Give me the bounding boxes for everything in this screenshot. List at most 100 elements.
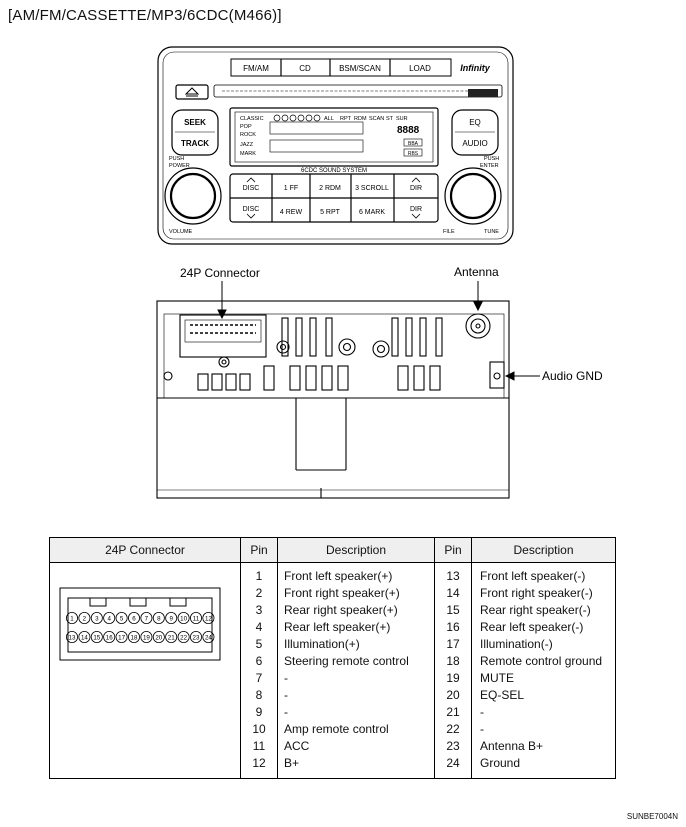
description-a: - xyxy=(277,704,435,721)
connector-pin xyxy=(202,631,215,644)
pin-a: 1 xyxy=(240,562,278,585)
radio-diagram: FM/AM CD BSM/SCAN LOAD Infinity SEEK TRA… xyxy=(156,46,603,499)
connector-pin xyxy=(202,612,215,625)
bsm-scan-button[interactable]: BSM/SCAN xyxy=(339,64,381,73)
pin-table: 24P Connector Pin Description Pin Descri… xyxy=(49,537,616,779)
display-mode-rock: ROCK xyxy=(240,132,256,138)
tune-knob[interactable] xyxy=(463,186,483,206)
connector-pin-number: 10 xyxy=(180,615,187,622)
connector-pin xyxy=(152,612,165,625)
track-button[interactable]: TRACK xyxy=(181,139,209,148)
leader-lines xyxy=(217,281,540,381)
connector-pin-number: 8 xyxy=(157,615,161,622)
pin-b: 15 xyxy=(434,602,472,619)
pin-a: 9 xyxy=(240,704,278,721)
description-a: - xyxy=(277,687,435,704)
header-pin-a: Pin xyxy=(240,537,278,563)
display-badge-bba: BBA xyxy=(408,141,419,147)
eq-button[interactable]: EQ xyxy=(469,118,481,127)
connector-pin xyxy=(165,631,178,644)
description-a: - xyxy=(277,670,435,687)
document-code: SUNBE7004N xyxy=(626,812,678,821)
display-status-rpt: RPT xyxy=(340,116,352,122)
audio-gnd-label: Audio GND xyxy=(542,369,603,383)
display-status-scan: SCAN xyxy=(369,116,384,122)
pin-b: 16 xyxy=(434,619,472,636)
pin-b: 18 xyxy=(434,653,472,670)
seek-button[interactable]: SEEK xyxy=(184,118,206,127)
connector-pin-number: 3 xyxy=(95,615,99,622)
display-status: ALL RPT RDM SCAN ST SUR xyxy=(324,116,408,122)
pin-b: 13 xyxy=(434,562,472,585)
pin-a: 4 xyxy=(240,619,278,636)
preset-5-button[interactable]: 5 RPT xyxy=(320,209,341,216)
display-status-sur: SUR xyxy=(396,116,408,122)
description-a: Front right speaker(+) xyxy=(277,585,435,602)
description-b: EQ-SEL xyxy=(480,688,525,702)
pin-a: 5 xyxy=(240,636,278,653)
preset-6-button[interactable]: 6 MARK xyxy=(359,209,385,216)
description-a: Amp remote control xyxy=(277,721,435,738)
description-a: Rear left speaker(+) xyxy=(277,619,435,636)
preset-1-button[interactable]: 1 FF xyxy=(284,185,298,192)
display-status-st: ST xyxy=(386,116,394,122)
display-mode-classic: CLASSIC xyxy=(240,116,264,122)
connector-pin xyxy=(140,612,153,625)
pin-b: 20 xyxy=(434,687,472,704)
header-connector: 24P Connector xyxy=(49,537,241,563)
connector-pin-number: 5 xyxy=(120,615,124,622)
load-button[interactable]: LOAD xyxy=(409,64,431,73)
mp3-logo xyxy=(468,89,498,97)
connector-pin xyxy=(128,631,141,644)
volume-knob[interactable] xyxy=(183,186,203,206)
description-b: MUTE xyxy=(480,671,514,685)
connector-pin xyxy=(90,612,103,625)
connector-pin xyxy=(103,631,116,644)
connector-pin-number: 19 xyxy=(143,634,150,641)
connector-pin xyxy=(128,612,141,625)
connector-pin xyxy=(177,612,190,625)
connector-pin xyxy=(65,631,78,644)
enter-label: PUSH xyxy=(484,156,499,162)
connector-pin xyxy=(78,612,91,625)
description-b: Antenna B+ xyxy=(480,739,544,753)
preset-3-button[interactable]: 3 SCROLL xyxy=(355,185,389,192)
description-b: Front right speaker(-) xyxy=(480,586,593,600)
connector-pin-number: 20 xyxy=(155,634,162,641)
connector-pin-number: 6 xyxy=(132,615,136,622)
preset-2-button[interactable]: 2 RDM xyxy=(319,185,341,192)
disc-down-button[interactable]: DISC xyxy=(243,206,260,213)
fm-am-button[interactable]: FM/AM xyxy=(243,64,269,73)
connector-pin xyxy=(177,631,190,644)
display-status-rdm: RDM xyxy=(354,116,367,122)
description-a: B+ xyxy=(277,755,435,779)
pin-b: 22 xyxy=(434,721,472,738)
dir-down-button[interactable]: DIR xyxy=(410,206,422,213)
table-header-row: 24P Connector Pin Description Pin Descri… xyxy=(49,537,616,563)
audio-button[interactable]: AUDIO xyxy=(462,139,487,148)
radio-back-panel xyxy=(156,300,510,499)
pin-a: 6 xyxy=(240,653,278,670)
connector-pin-number: 7 xyxy=(145,615,149,622)
connector-pin-number: 23 xyxy=(193,634,200,641)
disc-up-button[interactable]: DISC xyxy=(243,185,260,192)
display-bottom-label: 6CDC SOUND SYSTEM xyxy=(301,168,367,174)
connector-pin xyxy=(78,631,91,644)
connector-pin-number: 9 xyxy=(169,615,173,622)
dir-up-button[interactable]: DIR xyxy=(410,185,422,192)
display-status-all: ALL xyxy=(324,116,334,122)
eject-icon[interactable] xyxy=(184,87,200,97)
description-b: Ground xyxy=(480,756,521,770)
connector-label: 24P Connector xyxy=(180,266,260,280)
preset-4-button[interactable]: 4 REW xyxy=(280,209,303,216)
header-description-a: Description xyxy=(277,537,435,563)
connector-pin xyxy=(115,631,128,644)
tune-label: TUNE xyxy=(484,229,499,235)
cd-button[interactable]: CD xyxy=(299,64,311,73)
connector-pin-number: 21 xyxy=(168,634,175,641)
